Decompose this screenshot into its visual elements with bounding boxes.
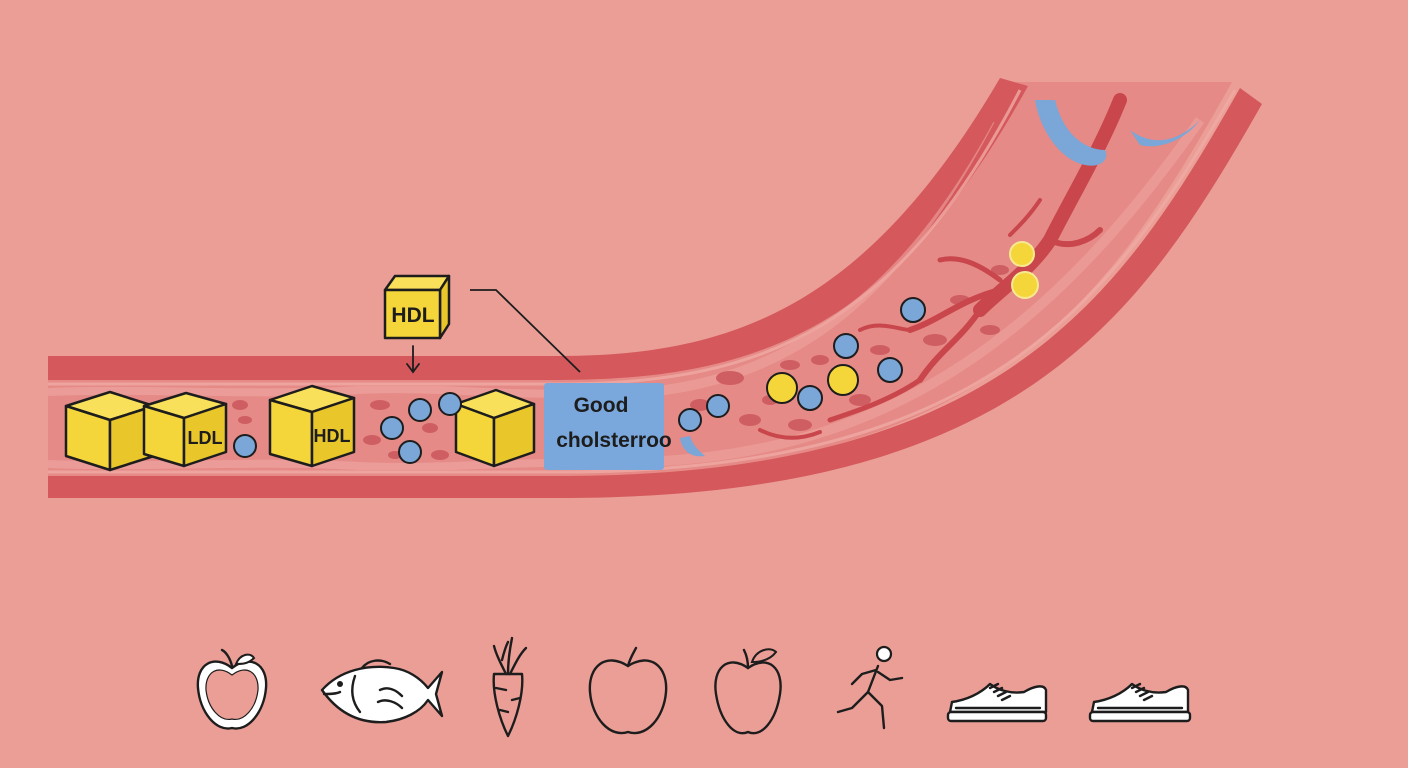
hdl-particles (233, 297, 926, 464)
blue-deposit (680, 436, 705, 457)
sneaker-icon (1088, 682, 1192, 723)
blue-deposit (1035, 100, 1107, 166)
hdl-box-label: HDL (391, 304, 434, 327)
ldl-cube-labeled: LDL (142, 391, 228, 468)
ldl-cube (454, 388, 536, 468)
artery (48, 78, 1262, 498)
apple-icon (196, 648, 268, 730)
good-cholesterol-label: Good cholsterroo (544, 383, 672, 470)
hdl-arrow (406, 345, 420, 374)
blue-deposit (1130, 120, 1200, 147)
sneaker-icon (946, 682, 1048, 723)
hdl-cube-label: HDL (314, 426, 351, 446)
carrot-icon (492, 636, 528, 738)
good-label-line1: Good (574, 394, 629, 417)
ldl-particles (766, 364, 859, 404)
ldl-particles-glow (1009, 241, 1039, 299)
hdl-label-box: HDL (383, 274, 451, 340)
hdl-cube-labeled: HDL (268, 384, 356, 468)
runner-icon (836, 645, 904, 730)
good-label-line2: cholsterroo (556, 429, 672, 452)
leader-line (470, 289, 581, 373)
ldl-cube (64, 390, 156, 472)
ldl-label: LDL (188, 428, 223, 448)
plaque-branches (758, 93, 1127, 440)
apple-outline-icon (588, 646, 668, 735)
apple-outline-icon (714, 648, 782, 735)
fish-icon (320, 659, 444, 724)
